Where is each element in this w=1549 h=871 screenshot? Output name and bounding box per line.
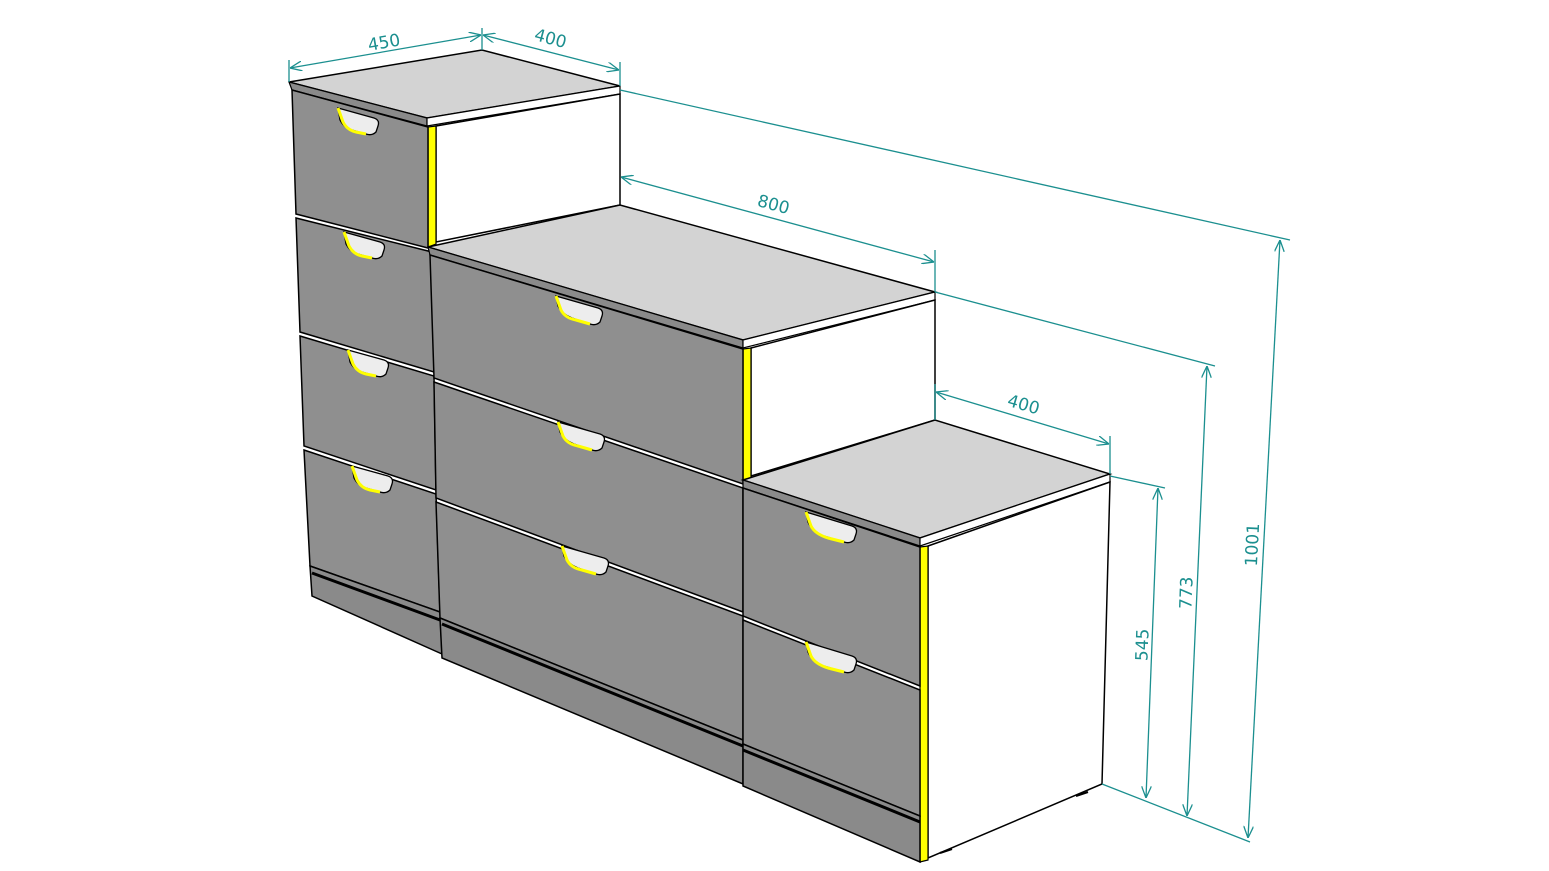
handle-icon bbox=[556, 421, 606, 452]
right-cabinet bbox=[740, 419, 1113, 864]
dim-label-right-height: 545 bbox=[1132, 628, 1153, 661]
right-drawer-1 bbox=[742, 486, 921, 688]
middle-cabinet bbox=[427, 204, 938, 786]
right-cabinet-plinth bbox=[742, 742, 921, 864]
handle-icon bbox=[804, 641, 858, 674]
dim-line-tall-depth bbox=[290, 35, 481, 68]
dim-line-right-height bbox=[1146, 488, 1158, 798]
handle-icon bbox=[560, 545, 610, 576]
dimension-lines bbox=[288, 28, 1291, 843]
dim-label-total-height: 1001 bbox=[1242, 523, 1264, 567]
dim-line-right-width bbox=[936, 392, 1109, 444]
middle-cabinet-edge-strip bbox=[742, 347, 752, 481]
right-cabinet-edge-strip bbox=[919, 545, 929, 863]
tall-cabinet bbox=[288, 49, 621, 656]
handle-icon bbox=[342, 231, 386, 260]
tall-cabinet-edge-strip bbox=[427, 125, 437, 248]
handle-icon bbox=[350, 465, 394, 494]
right-cabinet-side-panel bbox=[927, 480, 1111, 860]
dim-label-tall-depth: 450 bbox=[366, 30, 401, 55]
dim-line-middle-height bbox=[1187, 366, 1207, 816]
dim-line-tall-width bbox=[483, 35, 619, 70]
handle-icon bbox=[804, 511, 858, 544]
dim-line-middle-width bbox=[621, 177, 934, 262]
dim-line-total-height bbox=[1248, 240, 1280, 838]
dim-label-middle-height: 773 bbox=[1176, 576, 1197, 609]
handle-icon bbox=[346, 349, 390, 378]
handle-icon bbox=[554, 295, 604, 326]
handle-icon bbox=[336, 107, 380, 136]
